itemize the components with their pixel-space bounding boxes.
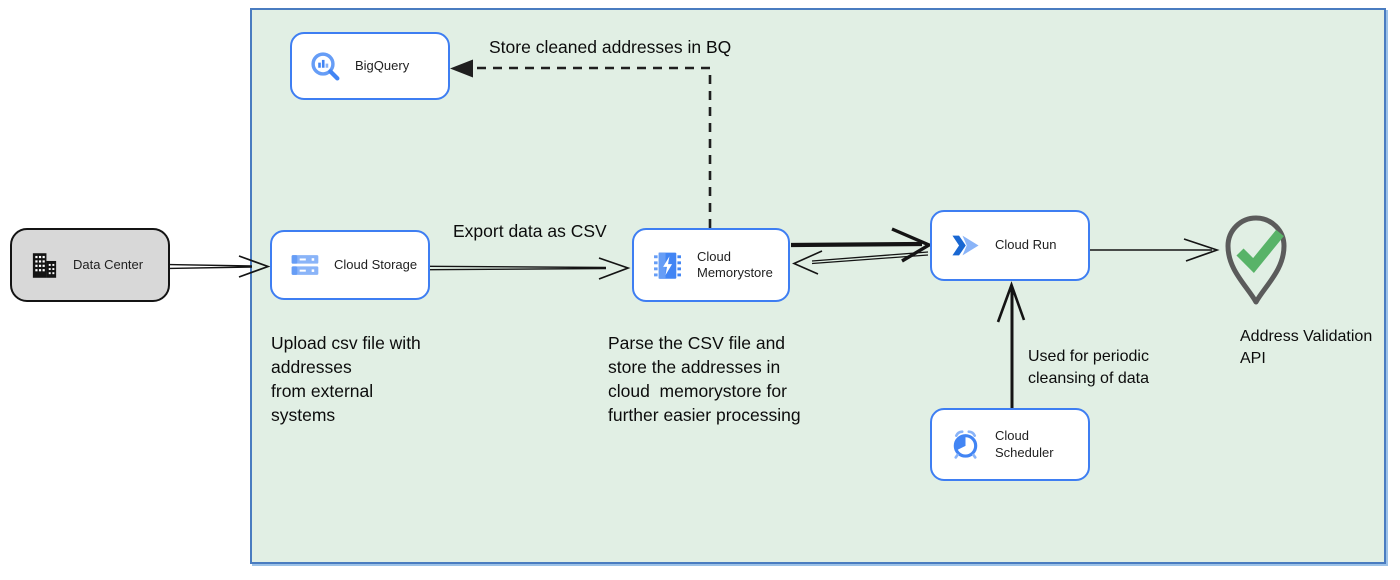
gcp-boundary-container	[250, 8, 1386, 564]
map-pin-check-icon	[1220, 208, 1292, 310]
annotation-upload-csv-file: Upload csv file with addresses from exte…	[271, 333, 421, 425]
annotation-export-data-as-csv: Export data as CSV	[453, 221, 607, 241]
scheduler-alarm-clock-icon	[949, 428, 982, 461]
memorystore-chip-icon	[651, 249, 684, 282]
node-label-data-center: Data Center	[73, 256, 144, 272]
node-cloud-storage[interactable]: Cloud Storage	[270, 230, 430, 300]
node-address-validation-api[interactable]	[1220, 208, 1292, 310]
node-cloud-run[interactable]: Cloud Run	[930, 210, 1090, 281]
annotation-periodic-cleansing: Used for periodic cleansing of data	[1028, 348, 1149, 387]
annotation-parse-csv-file: Parse the CSV file and store the address…	[608, 333, 801, 425]
node-label-bigquery: BigQuery	[355, 57, 410, 73]
node-data-center[interactable]: Data Center	[10, 228, 170, 302]
cloud-run-icon	[949, 229, 982, 262]
cloud-storage-icon	[289, 249, 321, 281]
label-address-validation-api: Address Validation API	[1240, 328, 1373, 367]
annotation-store-cleaned-addresses: Store cleaned addresses in BQ	[489, 37, 732, 57]
node-label-cloud-scheduler: Cloud Scheduler	[995, 428, 1054, 460]
node-label-cloud-run: Cloud Run	[995, 237, 1057, 253]
node-label-cloud-memorystore: Cloud Memorystore	[697, 248, 773, 280]
node-cloud-scheduler[interactable]: Cloud Scheduler	[930, 408, 1090, 481]
node-cloud-memorystore[interactable]: Cloud Memorystore	[632, 228, 790, 302]
node-bigquery[interactable]: BigQuery	[290, 32, 450, 100]
node-label-cloud-storage: Cloud Storage	[334, 256, 418, 272]
building-icon	[29, 250, 60, 281]
bigquery-magnifier-icon	[309, 50, 342, 83]
